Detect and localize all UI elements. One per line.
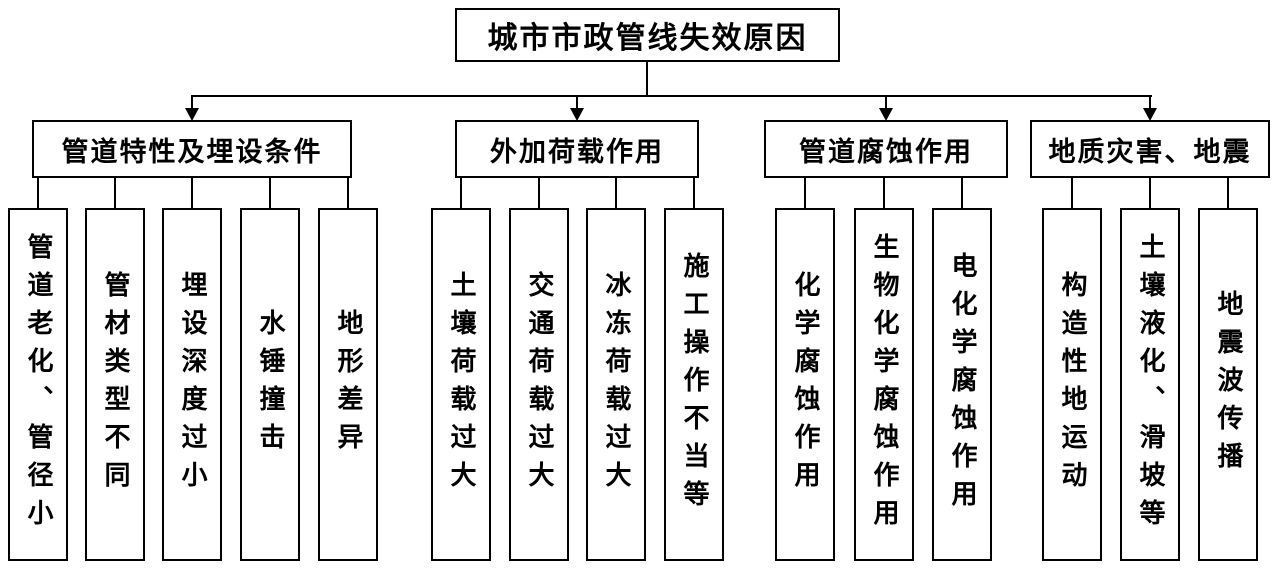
connector-leaf: [1071, 178, 1073, 208]
connector-bus: [191, 95, 1152, 97]
leaf-node-label: 交通荷载过大: [525, 270, 554, 499]
branch-node-pipeline-corrosion: 管道腐蚀作用: [764, 120, 1008, 178]
connector-leaf: [460, 178, 462, 208]
branch-node-label: 管道特性及埋设条件: [61, 136, 323, 167]
leaf-node-tectonic-ground-movement: 构造性地运动: [1042, 208, 1102, 561]
root-node: 城市市政管线失效原因: [455, 8, 840, 62]
arrow-down-icon: [1143, 108, 1157, 121]
connector-leaf: [37, 178, 39, 208]
connector-leaf: [1149, 178, 1151, 208]
leaf-node-biochemical-corrosion: 生物化学腐蚀作用: [854, 208, 914, 561]
connector-root-stem: [646, 62, 648, 97]
leaf-node-seismic-wave-propagation: 地震波传播: [1198, 208, 1258, 561]
leaf-node-burial-depth-too-small: 埋设深度过小: [162, 208, 222, 561]
leaf-node-terrain-difference: 地形差异: [318, 208, 378, 561]
leaf-node-excessive-traffic-load: 交通荷载过大: [509, 208, 569, 561]
connector-leaf: [961, 178, 963, 208]
branch-node-label: 外加荷载作用: [490, 136, 664, 167]
arrow-down-icon: [570, 108, 584, 121]
branch-node-label: 管道腐蚀作用: [799, 136, 973, 167]
connector-branch-drop-1: [191, 95, 193, 110]
connector-branch-drop-2: [576, 95, 578, 110]
leaf-node-excessive-frost-load: 冰冻荷载过大: [586, 208, 646, 561]
leaf-node-soil-liquefaction-landslide: 土壤液化、滑坡等: [1120, 208, 1180, 561]
leaf-node-label: 地震波传播: [1214, 289, 1243, 480]
connector-leaf: [615, 178, 617, 208]
leaf-node-label: 构造性地运动: [1058, 270, 1087, 499]
leaf-node-improper-construction: 施工操作不当等: [664, 208, 724, 561]
leaf-node-pipe-aging-small-diameter: 管道老化、管径小: [8, 208, 68, 561]
arrow-down-icon: [879, 108, 893, 121]
connector-leaf: [804, 178, 806, 208]
leaf-node-label: 管道老化、管径小: [24, 232, 53, 537]
leaf-node-different-pipe-materials: 管材类型不同: [85, 208, 145, 561]
leaf-node-label: 水锤撞击: [256, 308, 285, 461]
branch-node-label: 地质灾害、地震: [1048, 136, 1252, 167]
connector-leaf: [191, 178, 193, 208]
leaf-node-label: 电化学腐蚀作用: [948, 251, 977, 518]
connector-leaf: [347, 178, 349, 208]
leaf-node-label: 生物化学腐蚀作用: [870, 232, 899, 537]
connector-leaf: [1227, 178, 1229, 208]
arrow-down-icon: [185, 108, 199, 121]
leaf-node-label: 化学腐蚀作用: [791, 270, 820, 499]
root-node-label: 城市市政管线失效原因: [487, 22, 808, 55]
connector-leaf: [538, 178, 540, 208]
branch-node-geological-hazard: 地质灾害、地震: [1030, 120, 1270, 178]
leaf-node-label: 地形差异: [334, 308, 363, 461]
leaf-node-label: 冰冻荷载过大: [602, 270, 631, 499]
leaf-node-label: 土壤液化、滑坡等: [1136, 232, 1165, 537]
connector-branch-drop-3: [885, 95, 887, 110]
connector-leaf: [269, 178, 271, 208]
leaf-node-label: 施工操作不当等: [680, 251, 709, 518]
leaf-node-label: 管材类型不同: [101, 270, 130, 499]
branch-node-external-load: 外加荷载作用: [455, 120, 699, 178]
leaf-node-excessive-soil-load: 土壤荷载过大: [431, 208, 491, 561]
leaf-node-electrochemical-corrosion: 电化学腐蚀作用: [932, 208, 992, 561]
leaf-node-label: 埋设深度过小: [178, 270, 207, 499]
branch-node-pipeline-characteristics: 管道特性及埋设条件: [32, 120, 352, 178]
connector-branch-drop-4: [1149, 95, 1151, 110]
connector-leaf: [883, 178, 885, 208]
leaf-node-label: 土壤荷载过大: [447, 270, 476, 499]
leaf-node-chemical-corrosion: 化学腐蚀作用: [775, 208, 835, 561]
connector-leaf: [114, 178, 116, 208]
connector-leaf: [693, 178, 695, 208]
leaf-node-water-hammer-impact: 水锤撞击: [240, 208, 300, 561]
